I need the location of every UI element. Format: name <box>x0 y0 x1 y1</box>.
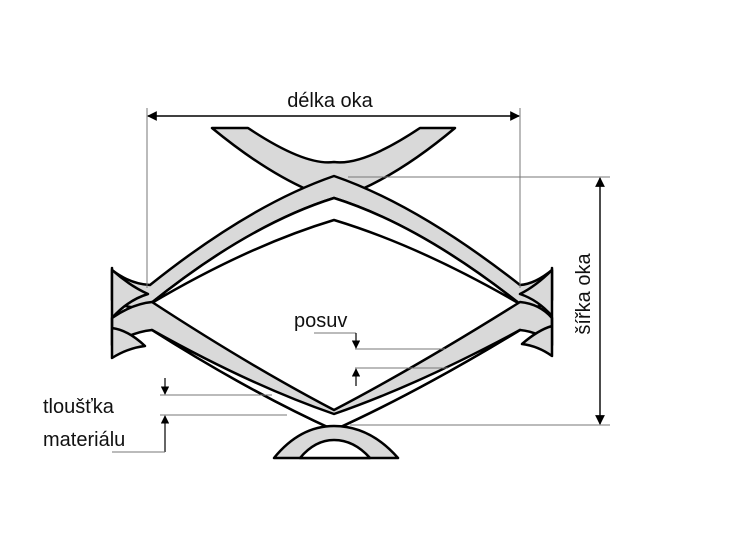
mesh-width-label: šířka oka <box>573 253 595 335</box>
bottom-strand-inner <box>298 438 372 460</box>
top-strand <box>210 126 457 192</box>
left-edge-fragment <box>110 266 150 360</box>
dimension-lines <box>112 108 610 453</box>
thickness-label-line1: tloušťka <box>43 396 115 418</box>
mesh-strands <box>110 126 554 460</box>
middle-strand-inner-opening <box>150 328 522 432</box>
offset-label: posuv <box>294 310 347 332</box>
mesh-length-label: délka oka <box>287 90 373 112</box>
thickness-label-line2: materiálu <box>43 429 125 451</box>
labels: délka oka šířka oka posuv tloušťka mater… <box>43 90 595 451</box>
right-edge-fragment <box>518 266 554 358</box>
